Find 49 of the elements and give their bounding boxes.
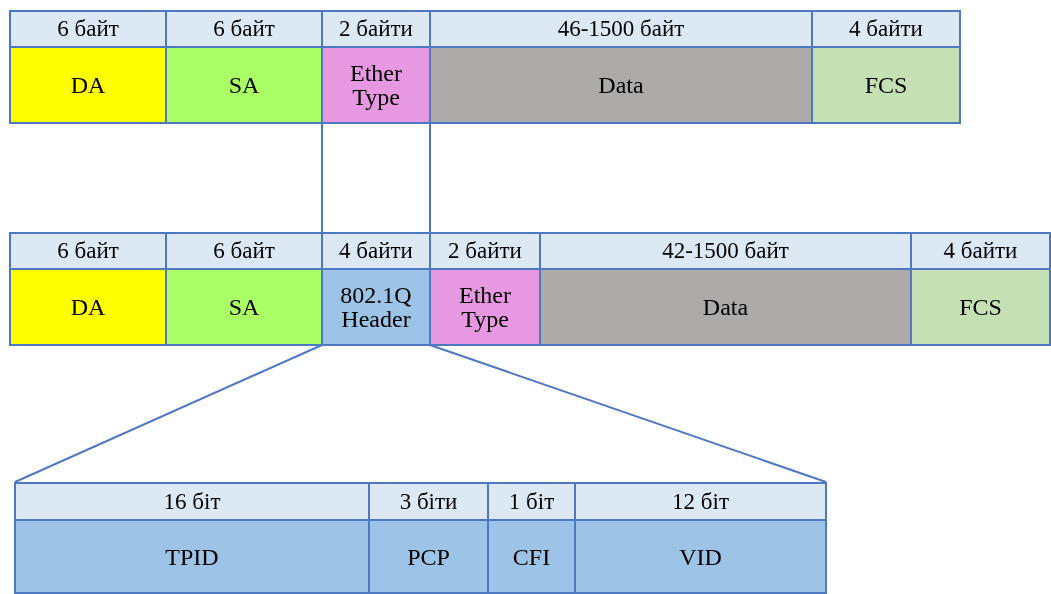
field-name: Data (431, 48, 811, 122)
frame-field (14, 482, 370, 594)
frame-field (9, 10, 167, 124)
expansion-line (321, 122, 323, 233)
frame-field (910, 232, 1051, 346)
field-name: Ether Type (323, 48, 429, 122)
frame-field (429, 232, 541, 346)
expansion-line (429, 122, 431, 233)
field-size: 46-1500 байт (431, 12, 811, 48)
field-name: Data (541, 270, 910, 344)
field-name: SA (167, 48, 321, 122)
field-size: 2 байти (431, 234, 539, 270)
field-size: 6 байт (11, 234, 165, 270)
field-size: 6 байт (167, 12, 321, 48)
field-size: 4 байти (813, 12, 959, 48)
field-name: 802.1Q Header (323, 270, 429, 344)
field-name: FCS (912, 270, 1049, 344)
field-name: CFI (489, 521, 574, 592)
frame-field (165, 10, 323, 124)
frame-field (487, 482, 576, 594)
field-name: PCP (370, 521, 487, 592)
frame-field (321, 232, 431, 346)
frame-field (368, 482, 489, 594)
field-name: SA (167, 270, 321, 344)
frame-field (165, 232, 323, 346)
field-size: 4 байти (323, 234, 429, 270)
field-size: 1 біт (489, 484, 574, 521)
frame-field (539, 232, 912, 346)
field-name: VID (576, 521, 825, 592)
field-size: 42-1500 байт (541, 234, 910, 270)
field-size: 3 біти (370, 484, 487, 521)
expansion-line (14, 344, 323, 483)
field-size: 4 байти (912, 234, 1049, 270)
field-name: FCS (813, 48, 959, 122)
field-size: 6 байт (167, 234, 321, 270)
field-name: DA (11, 48, 165, 122)
frame-field (429, 10, 813, 124)
field-size: 12 біт (576, 484, 825, 521)
field-size: 6 байт (11, 12, 165, 48)
field-name: DA (11, 270, 165, 344)
field-size: 16 біт (16, 484, 368, 521)
field-name: TPID (16, 521, 368, 592)
frame-field (321, 10, 431, 124)
frame-field (574, 482, 827, 594)
frame-field (811, 10, 961, 124)
field-name: Ether Type (431, 270, 539, 344)
field-size: 2 байти (323, 12, 429, 48)
expansion-line (429, 344, 827, 483)
frame-field (9, 232, 167, 346)
